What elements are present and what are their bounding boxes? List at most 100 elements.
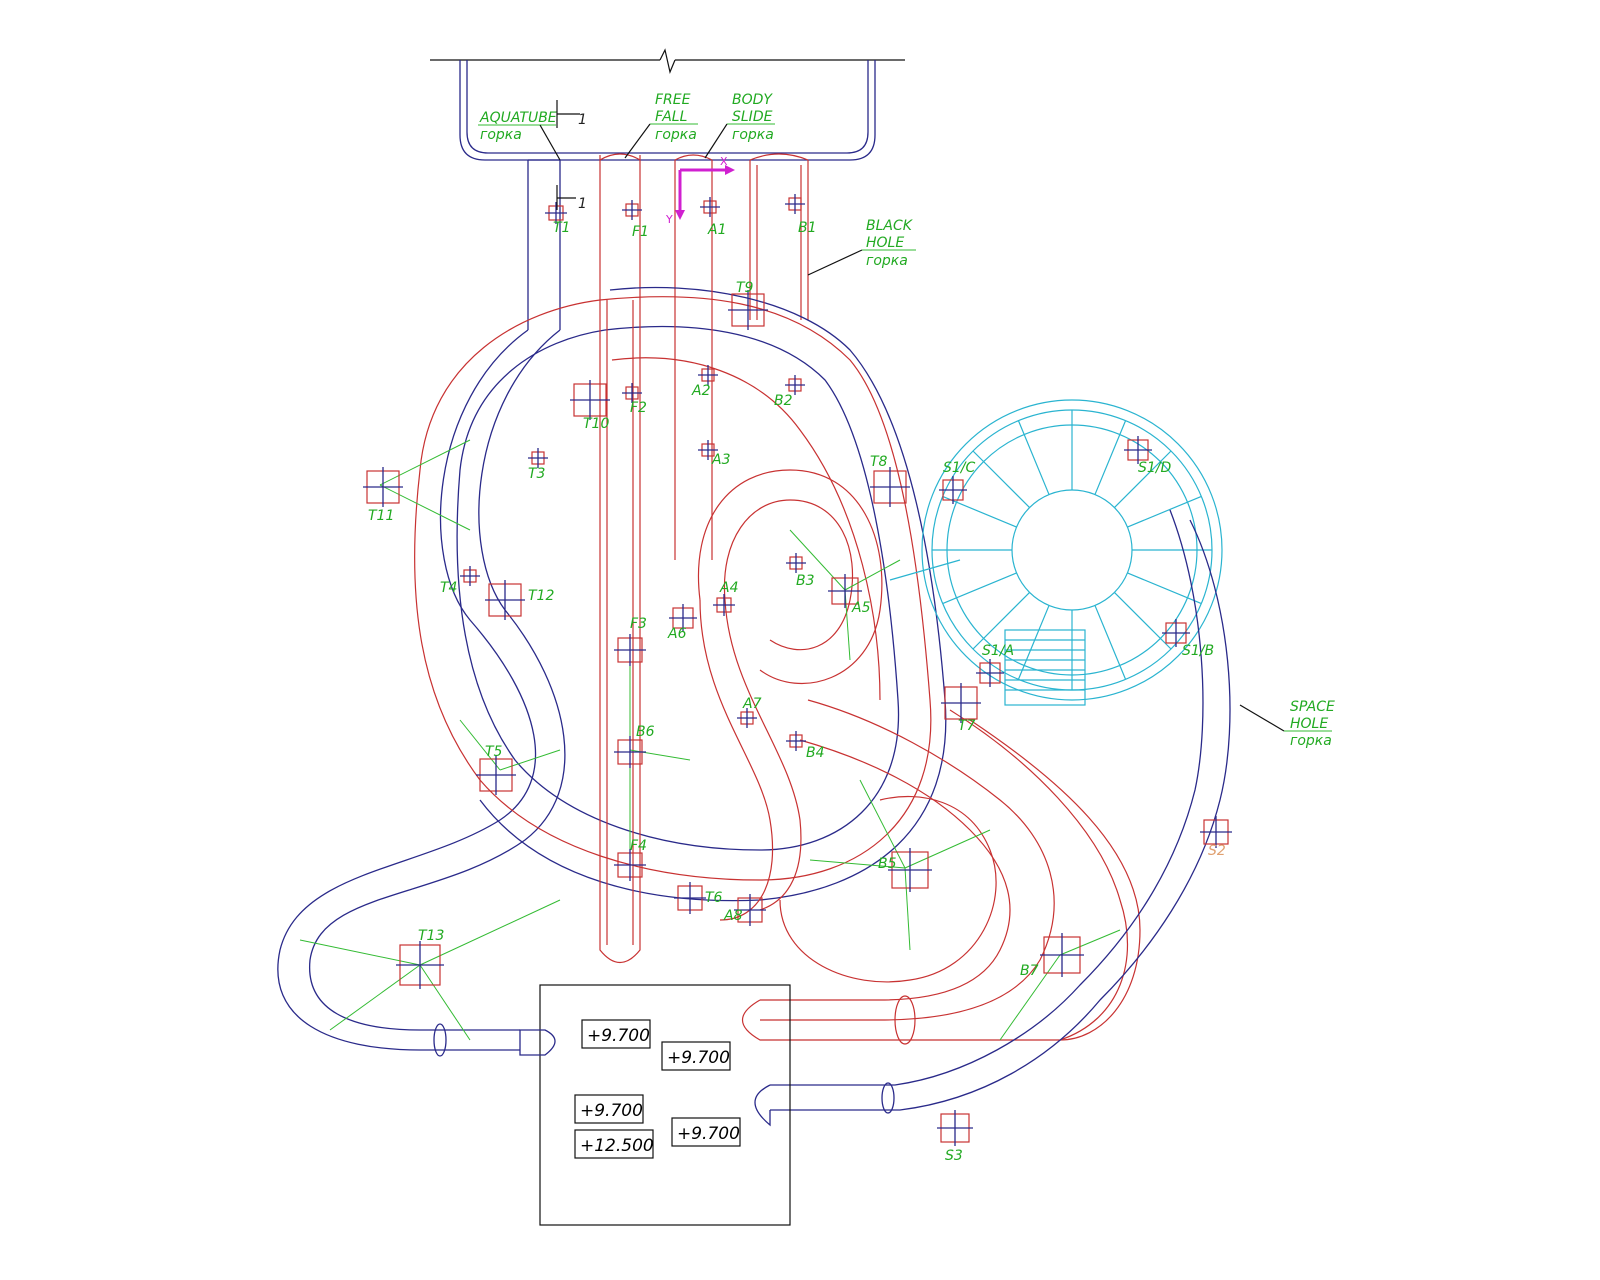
- slide-callouts: AQUATUBE горка FREE FALL горка BODY SLID…: [478, 92, 1335, 749]
- label-T11: T11: [368, 508, 394, 524]
- label-T6: T6: [705, 890, 723, 906]
- label-S3: S3: [945, 1148, 963, 1164]
- point-marker-cross: [614, 849, 646, 881]
- label-B3: B3: [796, 573, 815, 589]
- bowl-spoke: [1094, 420, 1127, 495]
- axis-x-label: X: [720, 155, 728, 168]
- point-marker-cross: [528, 448, 548, 468]
- free-fall-name-2: FALL: [655, 109, 687, 125]
- label-F1: F1: [632, 224, 649, 240]
- point-marker-cross: [888, 848, 932, 892]
- point-marker-cross: [669, 604, 697, 632]
- label-T3: T3: [528, 466, 545, 482]
- point-marker-cross: [734, 894, 766, 926]
- point-marker-cross: [728, 290, 768, 330]
- point-marker-cross: [476, 755, 516, 795]
- point-marker-cross: [396, 941, 444, 989]
- space-hole-bowl: [889, 399, 1223, 706]
- axis-indicator: X Y: [665, 155, 735, 226]
- point-labels: T1 F1 A1 B1 T9 T10 F2 A2 B2 T3 A3 T8 S1/…: [368, 220, 1226, 1164]
- point-marker-cross: [674, 882, 706, 914]
- elevation-marks: +9.700 +9.700 +9.700 +12.500 +9.700: [574, 1019, 741, 1159]
- point-marker-cross: [622, 383, 642, 403]
- point-marker-cross: [737, 708, 757, 728]
- point-marker-cross: [698, 365, 718, 385]
- label-A1: A1: [707, 222, 726, 238]
- bowl-spoke: [1114, 592, 1172, 650]
- black-hole-sub: горка: [866, 253, 908, 269]
- label-A8: A8: [723, 908, 743, 924]
- point-marker-cross: [700, 197, 720, 217]
- label-T8: T8: [870, 454, 888, 470]
- label-B4: B4: [806, 745, 825, 761]
- point-marker-cross: [1040, 933, 1084, 977]
- point-marker-cross: [1124, 436, 1152, 464]
- bowl-spoke: [942, 572, 1017, 605]
- label-B7: B7: [1020, 963, 1039, 979]
- aquatube-path: [277, 329, 566, 1051]
- aquatube-sub: горка: [480, 127, 522, 143]
- label-B2: B2: [774, 393, 793, 409]
- label-T5: T5: [485, 744, 503, 760]
- bowl-spoke: [972, 592, 1030, 650]
- start-tubes: [527, 153, 809, 330]
- label-T12: T12: [528, 588, 554, 604]
- axis-y-label: Y: [665, 213, 673, 226]
- bowl-spoke: [1017, 605, 1050, 680]
- free-fall-track: [599, 300, 641, 964]
- point-marker-cross: [460, 566, 480, 586]
- label-T13: T13: [418, 928, 444, 944]
- point-marker-cross: [870, 467, 910, 507]
- point-marker-cross: [698, 440, 718, 460]
- point-marker-cross: [614, 736, 646, 768]
- point-marker-cross: [939, 476, 967, 504]
- point-marker-cross: [363, 467, 403, 507]
- point-marker-cross: [785, 194, 805, 214]
- label-T9: T9: [736, 280, 754, 296]
- elevation-4: +12.500: [580, 1136, 654, 1156]
- space-hole-name-2: HOLE: [1290, 716, 1328, 732]
- point-marker-cross: [713, 594, 735, 616]
- point-marker-cross: [1162, 619, 1190, 647]
- label-S1C: S1/C: [943, 460, 976, 476]
- bowl-spoke: [942, 495, 1017, 528]
- big-loop: [414, 286, 947, 902]
- label-A5: A5: [851, 600, 871, 616]
- point-marker-cross: [941, 683, 981, 723]
- elevation-2: +9.700: [667, 1048, 730, 1068]
- label-T10: T10: [583, 416, 609, 432]
- body-slide-name-1: BODY: [732, 92, 773, 108]
- space-hole-sub: горка: [1290, 733, 1332, 749]
- section-mark-1-top: 1: [578, 112, 587, 128]
- pool-building: [539, 984, 791, 1226]
- point-marker-cross: [828, 574, 862, 608]
- free-fall-sub: горка: [655, 127, 697, 143]
- aquatube-exit: [433, 995, 916, 1114]
- label-B5: B5: [878, 856, 897, 872]
- point-marker-cross: [622, 200, 642, 220]
- label-B1: B1: [798, 220, 817, 236]
- bowl-spoke: [972, 450, 1030, 508]
- label-S1A: S1/A: [982, 643, 1014, 659]
- point-marker-cross: [786, 553, 806, 573]
- point-marker-cross: [614, 634, 646, 666]
- bowl-spoke: [1114, 450, 1172, 508]
- label-A2: A2: [691, 383, 711, 399]
- construction-lines: [299, 439, 1121, 1041]
- label-A6: A6: [667, 626, 687, 642]
- bowl-spoke: [1127, 495, 1202, 528]
- label-F4: F4: [630, 838, 647, 854]
- bowl-spoke: [1017, 420, 1050, 495]
- point-marker-cross: [1200, 816, 1232, 848]
- black-hole-name-2: HOLE: [866, 235, 904, 251]
- label-A4: A4: [719, 580, 738, 596]
- point-markers: [363, 194, 1232, 1146]
- body-slide-sub: горка: [732, 127, 774, 143]
- point-marker-cross: [785, 375, 805, 395]
- point-marker-cross: [976, 659, 1004, 687]
- label-T7: T7: [958, 718, 976, 734]
- bowl-spoke: [1094, 605, 1127, 680]
- body-slide-track: [674, 290, 883, 921]
- tower-outline: [430, 48, 905, 161]
